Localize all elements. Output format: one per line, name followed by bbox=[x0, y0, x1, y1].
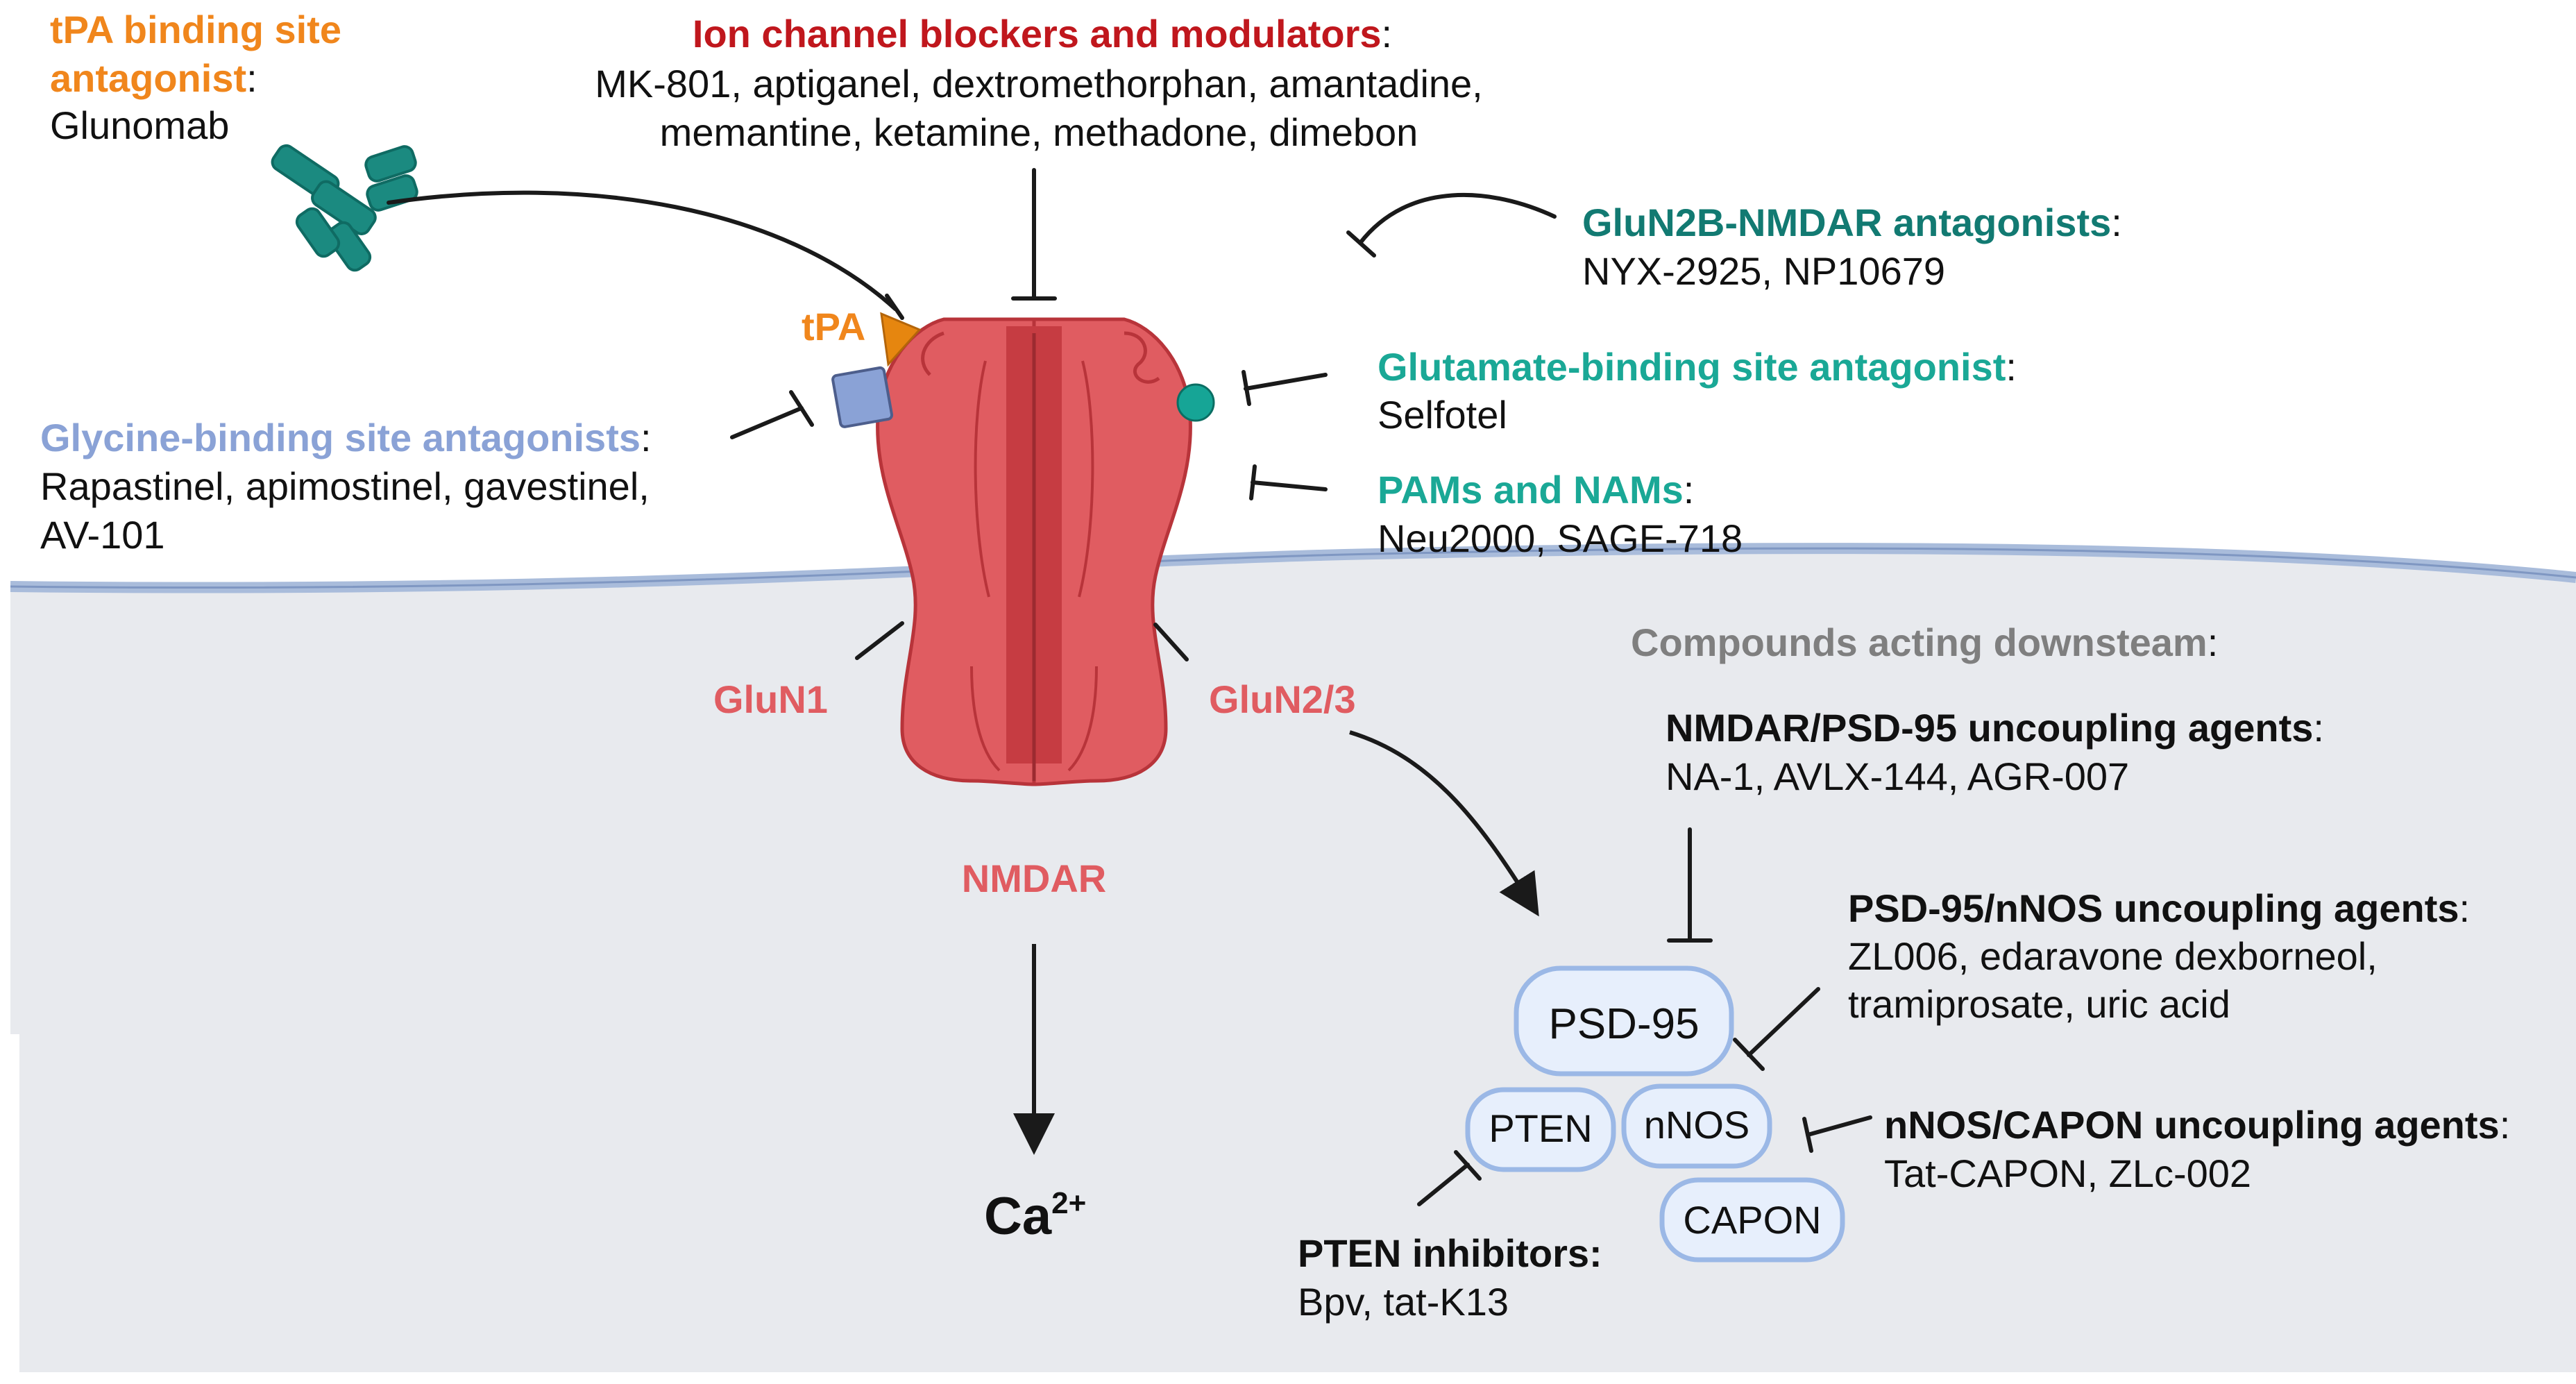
activation-arrows bbox=[1013, 730, 1539, 1155]
psd95-nnos-line-1: ZL006, edaravone dexborneol, bbox=[1848, 934, 2378, 978]
nmdar-label: NMDAR bbox=[962, 856, 1106, 900]
downstream-heading: Compounds acting downsteam: bbox=[1631, 621, 2218, 664]
psd95-nnos-heading: PSD-95/nNOS uncoupling agents: bbox=[1848, 886, 2470, 930]
pams-heading: PAMs and NAMs: bbox=[1378, 468, 1694, 512]
calcium-label: Ca2+ bbox=[984, 1186, 1086, 1246]
glutamate-sphere-icon bbox=[1176, 383, 1215, 422]
glutamate-items: Selfotel bbox=[1378, 393, 1507, 437]
psd95-pill bbox=[1514, 965, 1734, 1077]
nmdar-psd95-items: NA-1, AVLX-144, AGR-007 bbox=[1666, 754, 2129, 798]
glun2b-items: NYX-2925, NP10679 bbox=[1582, 249, 1945, 293]
tpa-antagonist-heading-1: tPA binding site bbox=[50, 8, 341, 51]
glun2b-heading: GluN2B-NMDAR antagonists: bbox=[1582, 201, 2122, 244]
glycine-heading: Glycine-binding site antagonists: bbox=[40, 416, 652, 459]
tpa-label: tPA bbox=[802, 305, 865, 348]
nmdar-psd95-heading: NMDAR/PSD-95 uncoupling agents: bbox=[1666, 706, 2324, 750]
tpa-triangle-icon bbox=[880, 312, 922, 367]
cell-membrane-edge bbox=[10, 547, 2576, 589]
pten-label: PTEN bbox=[1489, 1106, 1592, 1150]
nnos-capon-heading: nNOS/CAPON uncoupling agents: bbox=[1884, 1103, 2510, 1147]
ion-channel-heading: Ion channel blockers and modulators: bbox=[693, 12, 1392, 56]
ion-channel-line-1: MK-801, aptiganel, dextromethorphan, ama… bbox=[595, 62, 1482, 106]
glycine-line-2: AV-101 bbox=[40, 513, 165, 557]
psd95-nnos-line-2: tramiprosate, uric acid bbox=[1848, 982, 2230, 1026]
nnos-capon-items: Tat-CAPON, ZLc-002 bbox=[1884, 1151, 2251, 1195]
pten-pill bbox=[1465, 1087, 1616, 1172]
glycine-square-icon bbox=[831, 366, 894, 428]
nnos-pill bbox=[1621, 1083, 1772, 1169]
capon-label: CAPON bbox=[1683, 1198, 1821, 1242]
capon-pill bbox=[1659, 1177, 1845, 1263]
glycine-line-1: Rapastinel, apimostinel, gavestinel, bbox=[40, 464, 650, 508]
nmdar-channel-icon bbox=[876, 317, 1192, 786]
pten-inhibitors-items: Bpv, tat-K13 bbox=[1298, 1280, 1509, 1324]
ion-channel-line-2: memantine, ketamine, methadone, dimebon bbox=[660, 110, 1418, 154]
tpa-antagonist-items: Glunomab bbox=[50, 103, 229, 147]
glutamate-heading: Glutamate-binding site antagonist: bbox=[1378, 345, 2017, 389]
antibody-icon bbox=[271, 144, 418, 272]
nnos-label: nNOS bbox=[1644, 1103, 1750, 1147]
intracellular-region bbox=[10, 548, 2576, 1372]
inhibition-connectors bbox=[387, 168, 1872, 1206]
glun1-label: GluN1 bbox=[713, 677, 828, 721]
pten-inhibitors-heading: PTEN inhibitors: bbox=[1298, 1231, 1602, 1275]
glun23-label: GluN2/3 bbox=[1209, 677, 1356, 721]
pams-items: Neu2000, SAGE-718 bbox=[1378, 516, 1743, 560]
tpa-antagonist-heading-2: antagonist: bbox=[50, 56, 257, 100]
psd95-label: PSD-95 bbox=[1548, 1000, 1699, 1048]
